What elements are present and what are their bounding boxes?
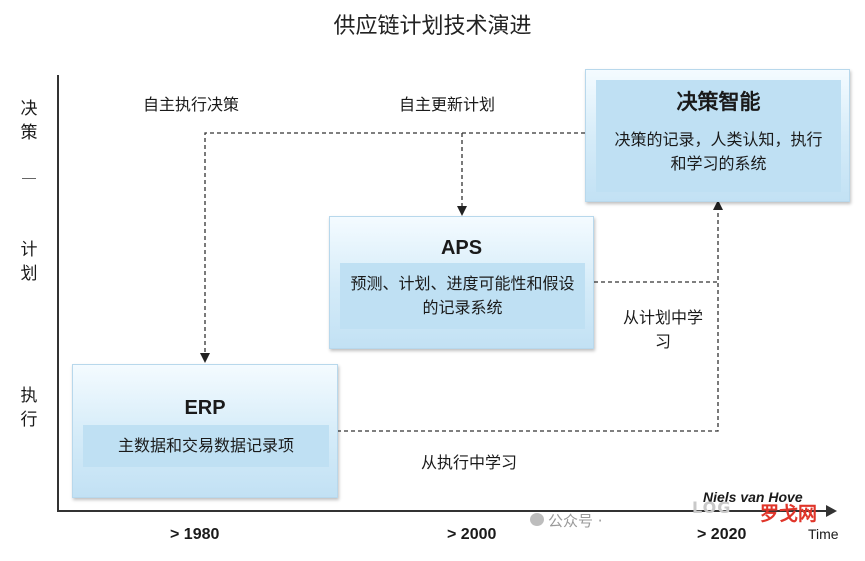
- x-axis-line: [57, 510, 832, 512]
- y-axis-line: [57, 75, 59, 511]
- y-label-divider: [22, 178, 36, 179]
- decision-title: 决策智能: [676, 90, 761, 114]
- aps-box: APS 预测、计划、进度可能性和假设的记录系统: [329, 216, 594, 349]
- x-tick-2000: > 2000: [447, 526, 497, 543]
- author-credit: Niels van Hove: [703, 489, 803, 505]
- diagram-title: 供应链计划技术演进: [333, 14, 532, 39]
- decision-description: 决策的记录，人类认知，执行和学习的系统: [614, 130, 823, 173]
- note-autonomous-update: 自主更新计划: [399, 95, 496, 114]
- decision-intelligence-box: 决策智能 决策的记录，人类认知，执行和学习的系统: [585, 69, 850, 202]
- note-autonomous-execution: 自主执行决策: [143, 95, 240, 114]
- note-learn-from-plan: 从计划中学习: [622, 308, 703, 351]
- y-label-decision: 决策: [20, 99, 38, 143]
- logo-text: LOG: [692, 498, 732, 517]
- arrow-decision-to-erp: [200, 132, 585, 363]
- watermark-text: 公众号 ·: [548, 512, 603, 530]
- x-axis-label: Time: [808, 526, 839, 542]
- decision-inner-panel: 决策智能 决策的记录，人类认知，执行和学习的系统: [596, 80, 841, 192]
- erp-title: ERP: [184, 397, 226, 419]
- y-label-execution: 执行: [20, 386, 38, 430]
- x-tick-2020: > 2020: [697, 526, 747, 543]
- aps-description: 预测、计划、进度可能性和假设的记录系统: [340, 263, 585, 329]
- y-label-plan: 计划: [20, 240, 38, 284]
- x-axis-arrow-icon: [826, 505, 837, 517]
- aps-title: APS: [440, 237, 483, 259]
- arrow-erp-to-decision: [337, 200, 723, 432]
- note-learn-from-execution: 从执行中学习: [421, 453, 518, 472]
- erp-box: ERP 主数据和交易数据记录项: [72, 364, 338, 498]
- wechat-icon: [530, 513, 544, 526]
- logo-chinese: 罗戈网: [760, 503, 818, 525]
- erp-description: 主数据和交易数据记录项: [83, 425, 329, 467]
- x-tick-1980: > 1980: [170, 526, 220, 543]
